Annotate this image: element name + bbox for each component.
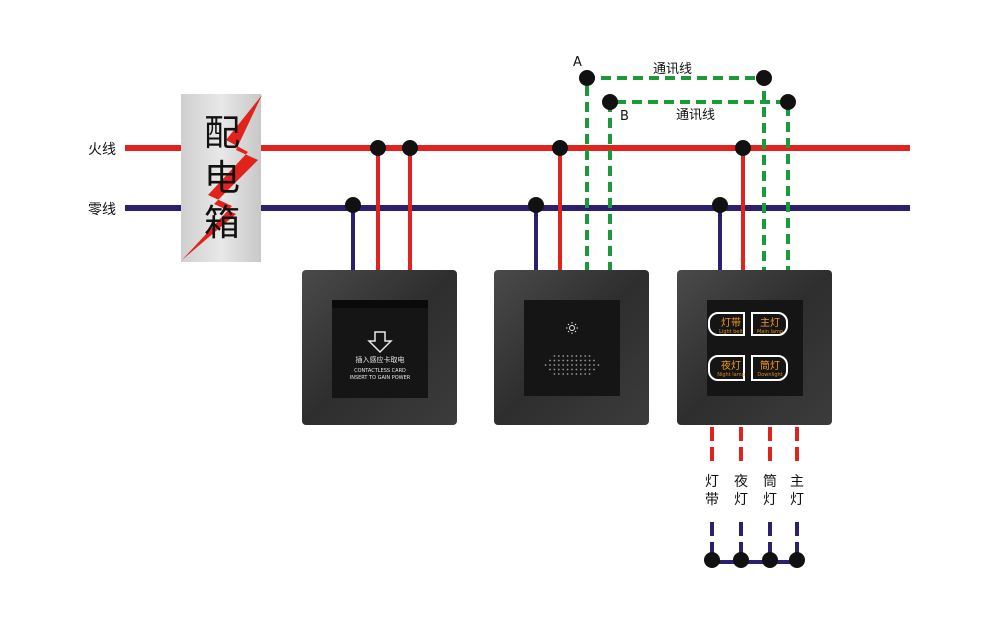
box-char-2: 电: [204, 158, 240, 199]
lightning-bolt-icon: [182, 95, 262, 260]
junction-dots: [345, 70, 796, 213]
output-junction-dots: [704, 552, 805, 568]
button-downlight-sub: Downlight: [757, 372, 782, 378]
button-downlight[interactable]: 筒灯 Downlight: [751, 355, 788, 381]
sensor-panel: [494, 270, 649, 425]
button-main-lamp-sub: Main lamp: [757, 329, 783, 335]
distribution-box: 配 电 箱: [181, 94, 262, 262]
button-light-belt-label: 灯带: [721, 317, 741, 329]
output-wires-bottom: [710, 522, 799, 556]
output-1-char-2: 带: [705, 492, 719, 508]
output-3-char-2: 灯: [763, 492, 777, 508]
neutral-label: 零线: [88, 202, 116, 218]
button-night-lamp[interactable]: 夜灯 Night lamp: [708, 355, 745, 381]
box-char-1: 配: [204, 113, 240, 154]
box-char-3: 箱: [204, 203, 240, 244]
button-main-lamp[interactable]: 主灯 Main lamp: [751, 312, 788, 336]
comm-line-label-1: 通讯线: [653, 62, 692, 77]
button-night-lamp-sub: Night lamp: [717, 372, 745, 378]
output-1-char-1: 灯: [705, 474, 719, 490]
speaker-grille-icon: [544, 355, 600, 375]
output-3-char-1: 筒: [763, 473, 777, 490]
comm-label-b: B: [620, 109, 629, 124]
arrow-down-icon: [367, 331, 393, 354]
scene-switch-panel: 灯带 Light belt 主灯 Main lamp 夜灯 Night lamp…: [677, 270, 832, 425]
output-2-char-1: 夜: [734, 474, 748, 490]
card-switch-panel: 插入感应卡取电 CONTACTLESS CARD INSERT TO GAIN …: [302, 270, 457, 425]
card-label-en-1: CONTACTLESS CARD: [354, 368, 406, 374]
live-label: 火线: [88, 142, 116, 158]
card-label-cn: 插入感应卡取电: [356, 355, 405, 364]
button-main-lamp-label: 主灯: [760, 317, 780, 329]
button-light-belt-sub: Light belt: [719, 329, 743, 335]
light-sensor-icon: [566, 322, 578, 334]
comm-lines: [585, 76, 790, 272]
button-night-lamp-label: 夜灯: [721, 359, 741, 372]
output-wires-top: [710, 427, 799, 462]
comm-line-label-2: 通讯线: [676, 108, 715, 123]
comm-label-a: A: [573, 55, 582, 70]
button-light-belt[interactable]: 灯带 Light belt: [708, 312, 745, 336]
card-label-en-2: INSERT TO GAIN POWER: [350, 375, 411, 381]
output-2-char-2: 灯: [734, 492, 748, 508]
output-4-char-1: 主: [790, 474, 804, 490]
output-4-char-2: 灯: [790, 492, 804, 508]
button-downlight-label: 筒灯: [760, 359, 780, 372]
